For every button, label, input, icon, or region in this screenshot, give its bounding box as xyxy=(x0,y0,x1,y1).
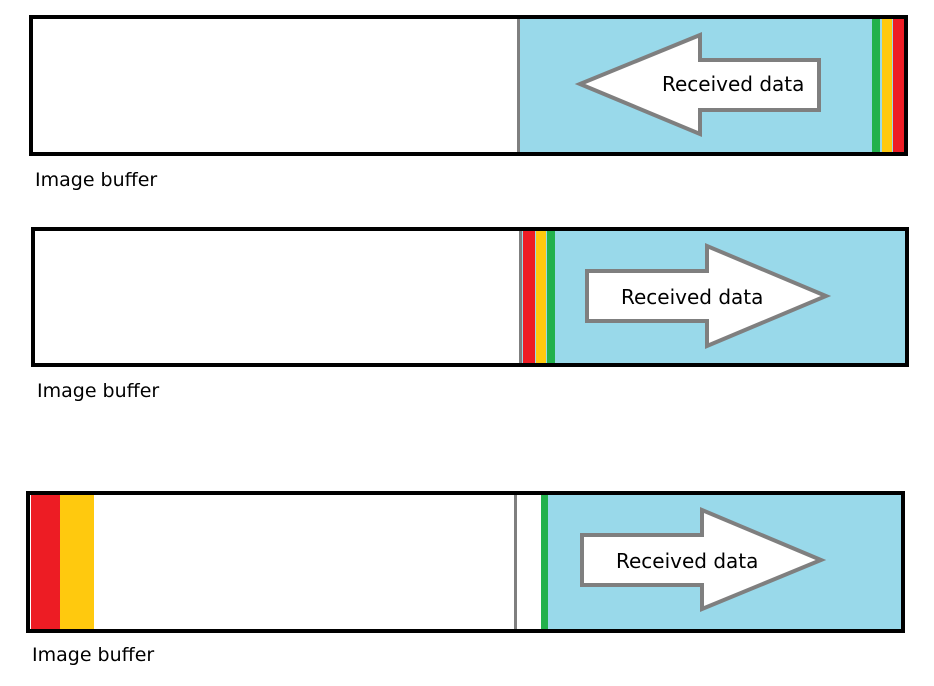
arrow-label-3: Received data xyxy=(616,549,759,573)
caption-2: Image buffer xyxy=(37,380,160,402)
orange-bar xyxy=(882,19,892,152)
buffer-divider xyxy=(519,231,522,363)
orange-bar xyxy=(60,495,94,629)
buffer-divider xyxy=(514,495,517,629)
caption-3: Image buffer xyxy=(32,644,155,666)
green-bar xyxy=(547,231,555,363)
arrow-label-1: Received data xyxy=(662,72,805,96)
red-bar xyxy=(523,231,535,363)
red-bar xyxy=(893,19,904,152)
arrow-label-2: Received data xyxy=(621,285,764,309)
green-bar xyxy=(541,495,548,629)
green-bar xyxy=(872,19,880,152)
caption-1: Image buffer xyxy=(35,169,158,191)
red-bar xyxy=(31,495,60,629)
orange-bar xyxy=(536,231,546,363)
buffer-divider xyxy=(517,19,520,152)
